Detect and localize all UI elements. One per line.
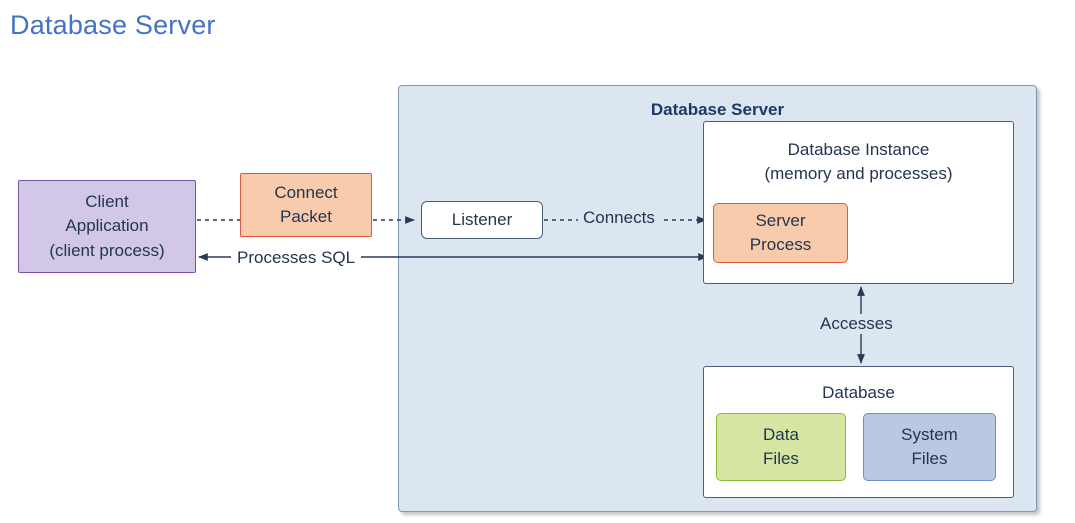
edge-label-connects: Connects <box>578 208 660 228</box>
database-instance-label: Database Instance (memory and processes) <box>764 140 953 184</box>
edge-label-processes-sql: Processes SQL <box>231 248 362 268</box>
database-server-title: Database Server <box>650 100 785 119</box>
page-title: Database Server <box>10 10 216 40</box>
node-data-files[interactable]: Data Files <box>716 413 846 481</box>
database-label: Database <box>822 383 895 402</box>
node-server-process[interactable]: Server Process <box>713 203 848 263</box>
node-client-application[interactable]: Client Application (client process) <box>18 180 196 273</box>
edge-label-accesses: Accesses <box>815 314 898 334</box>
node-system-files[interactable]: System Files <box>863 413 996 481</box>
node-listener[interactable]: Listener <box>421 201 543 239</box>
node-connect-packet[interactable]: Connect Packet <box>240 173 372 237</box>
